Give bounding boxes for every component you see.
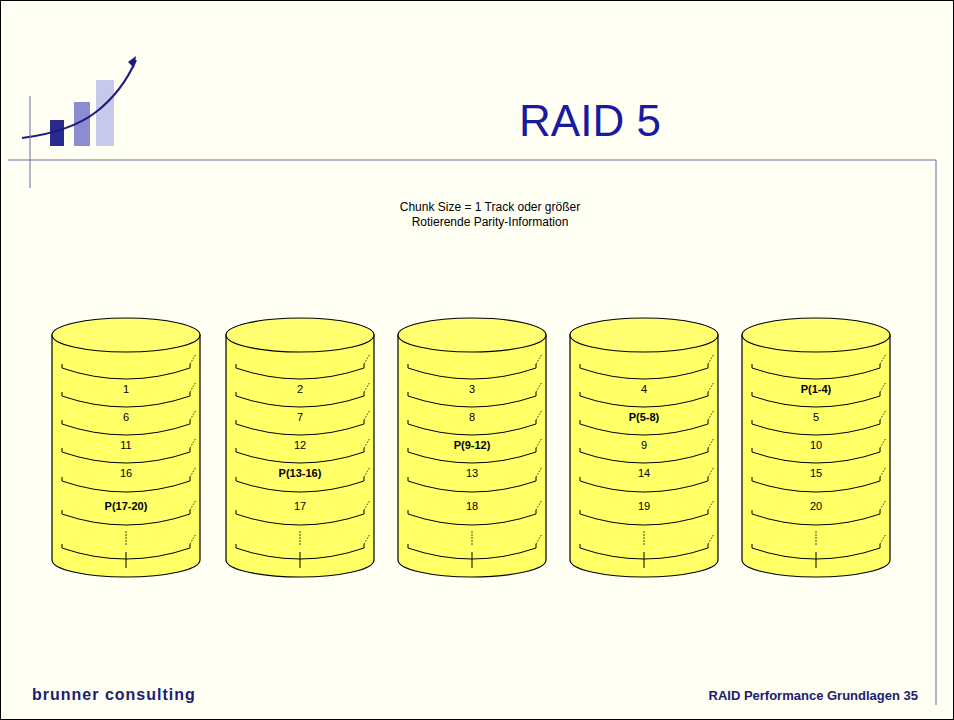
chunk-band: P(17-20) [81,497,171,515]
chunk-band: 16 [81,464,171,482]
chunk-band: 1 [81,380,171,398]
chunk-label: P(13-16) [279,467,322,479]
chunk-band: 18 [427,497,517,515]
chunk-label: 19 [638,500,650,512]
chunk-band: 4 [599,380,689,398]
chunk-label: 10 [810,439,822,451]
chunk-label: 8 [469,411,475,423]
chunk-label: 3 [469,383,475,395]
chunk-label: 11 [120,439,131,451]
chunk-label: 15 [810,467,822,479]
chunk-band: 8 [427,408,517,426]
chunk-label: P(1-4) [801,383,832,395]
chunk-label: 17 [294,500,306,512]
chunk-label: 6 [123,411,129,423]
chunk-label: 2 [297,383,303,395]
chunk-band: 6 [81,408,171,426]
chunk-label: 12 [294,439,306,451]
chunk-band: 11 [81,436,171,454]
chunk-label: P(17-20) [105,500,148,512]
slide-title: RAID 5 [440,96,740,146]
chunk-label: 16 [120,467,132,479]
chunk-band: 10 [771,436,861,454]
chunk-band: P(5-8) [599,408,689,426]
chunk-label: 1 [123,383,129,395]
chunk-band: 19 [599,497,689,515]
chunk-label: 13 [466,467,478,479]
chunk-band: 14 [599,464,689,482]
chunk-label: 18 [466,500,478,512]
chunk-band: 2 [255,380,345,398]
chunk-band: P(9-12) [427,436,517,454]
chunk-label: 9 [641,439,647,451]
chunk-band: 15 [771,464,861,482]
logo [22,56,136,146]
chunk-label: P(9-12) [454,439,491,451]
chunk-band: 9 [599,436,689,454]
subtitle-line: Rotierende Parity-Information [300,215,680,229]
chunk-band: P(13-16) [255,464,345,482]
chunk-label: 4 [641,383,647,395]
company-name: brunner consulting [32,686,196,704]
chunk-band: 17 [255,497,345,515]
chunk-band: 13 [427,464,517,482]
chunk-band: P(1-4) [771,380,861,398]
chunk-label: 7 [297,411,303,423]
chunk-band: 20 [771,497,861,515]
chunk-band: 3 [427,380,517,398]
footer-page-label: RAID Performance Grundlagen 35 [709,688,919,703]
chunk-label: 14 [638,467,650,479]
chunk-band: 12 [255,436,345,454]
chunk-label: P(5-8) [629,411,660,423]
subtitle-line: Chunk Size = 1 Track oder größer [300,200,680,214]
chunk-label: 20 [810,500,822,512]
chunk-band: 7 [255,408,345,426]
chunk-band: 5 [771,408,861,426]
chunk-label: 5 [813,411,819,423]
